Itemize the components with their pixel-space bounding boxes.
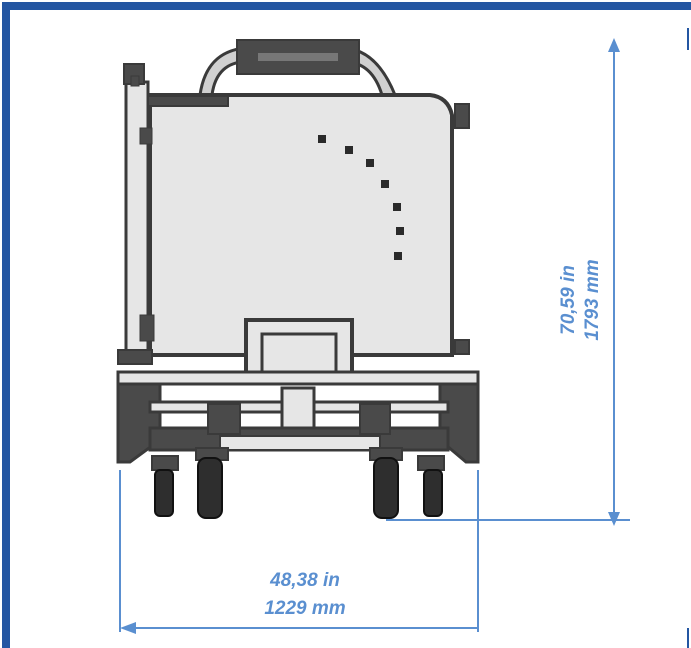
chassis-top-bar bbox=[116, 370, 480, 386]
panel-dot bbox=[345, 146, 353, 154]
right-drive-wheel bbox=[369, 447, 403, 519]
handle-label-plate bbox=[258, 53, 338, 61]
panel-dot bbox=[393, 203, 401, 211]
panel-dot-arc bbox=[318, 135, 404, 260]
width-inches-label: 48,38 in bbox=[269, 570, 340, 591]
chassis-right-block bbox=[359, 403, 391, 435]
height-mm-label: 1793 mm bbox=[582, 259, 603, 340]
left-drive-wheel bbox=[195, 447, 229, 519]
cylinder-top-bracket bbox=[139, 127, 153, 145]
width-mm-label: 1229 mm bbox=[264, 598, 345, 619]
chassis-center-block bbox=[280, 386, 316, 430]
panel-dot bbox=[366, 159, 374, 167]
machine-front-view bbox=[116, 39, 480, 519]
chassis-bottom-beam bbox=[219, 435, 381, 451]
left-caster-wheel bbox=[151, 455, 179, 517]
upper-bracket bbox=[147, 95, 229, 107]
dimension-annotations: 70,59 in 1793 mm 48,38 in 1229 mm bbox=[119, 38, 630, 634]
panel-dot bbox=[394, 252, 402, 260]
right-lower-latch bbox=[454, 339, 470, 355]
right-caster-wheel bbox=[417, 455, 445, 517]
height-inches-label: 70,59 in bbox=[558, 265, 579, 335]
panel-dot bbox=[396, 227, 404, 235]
panel-dot bbox=[318, 135, 326, 143]
cylinder-bottom-cap bbox=[117, 349, 153, 365]
body-panel bbox=[148, 93, 454, 357]
cylinder-top-rod bbox=[130, 75, 140, 87]
width-arrow-left bbox=[120, 622, 136, 634]
chassis-left-block bbox=[207, 403, 241, 435]
height-arrow-top bbox=[608, 38, 620, 52]
right-latch bbox=[454, 103, 470, 129]
cylinder-mid-bracket bbox=[139, 314, 155, 342]
panel-dot bbox=[381, 180, 389, 188]
